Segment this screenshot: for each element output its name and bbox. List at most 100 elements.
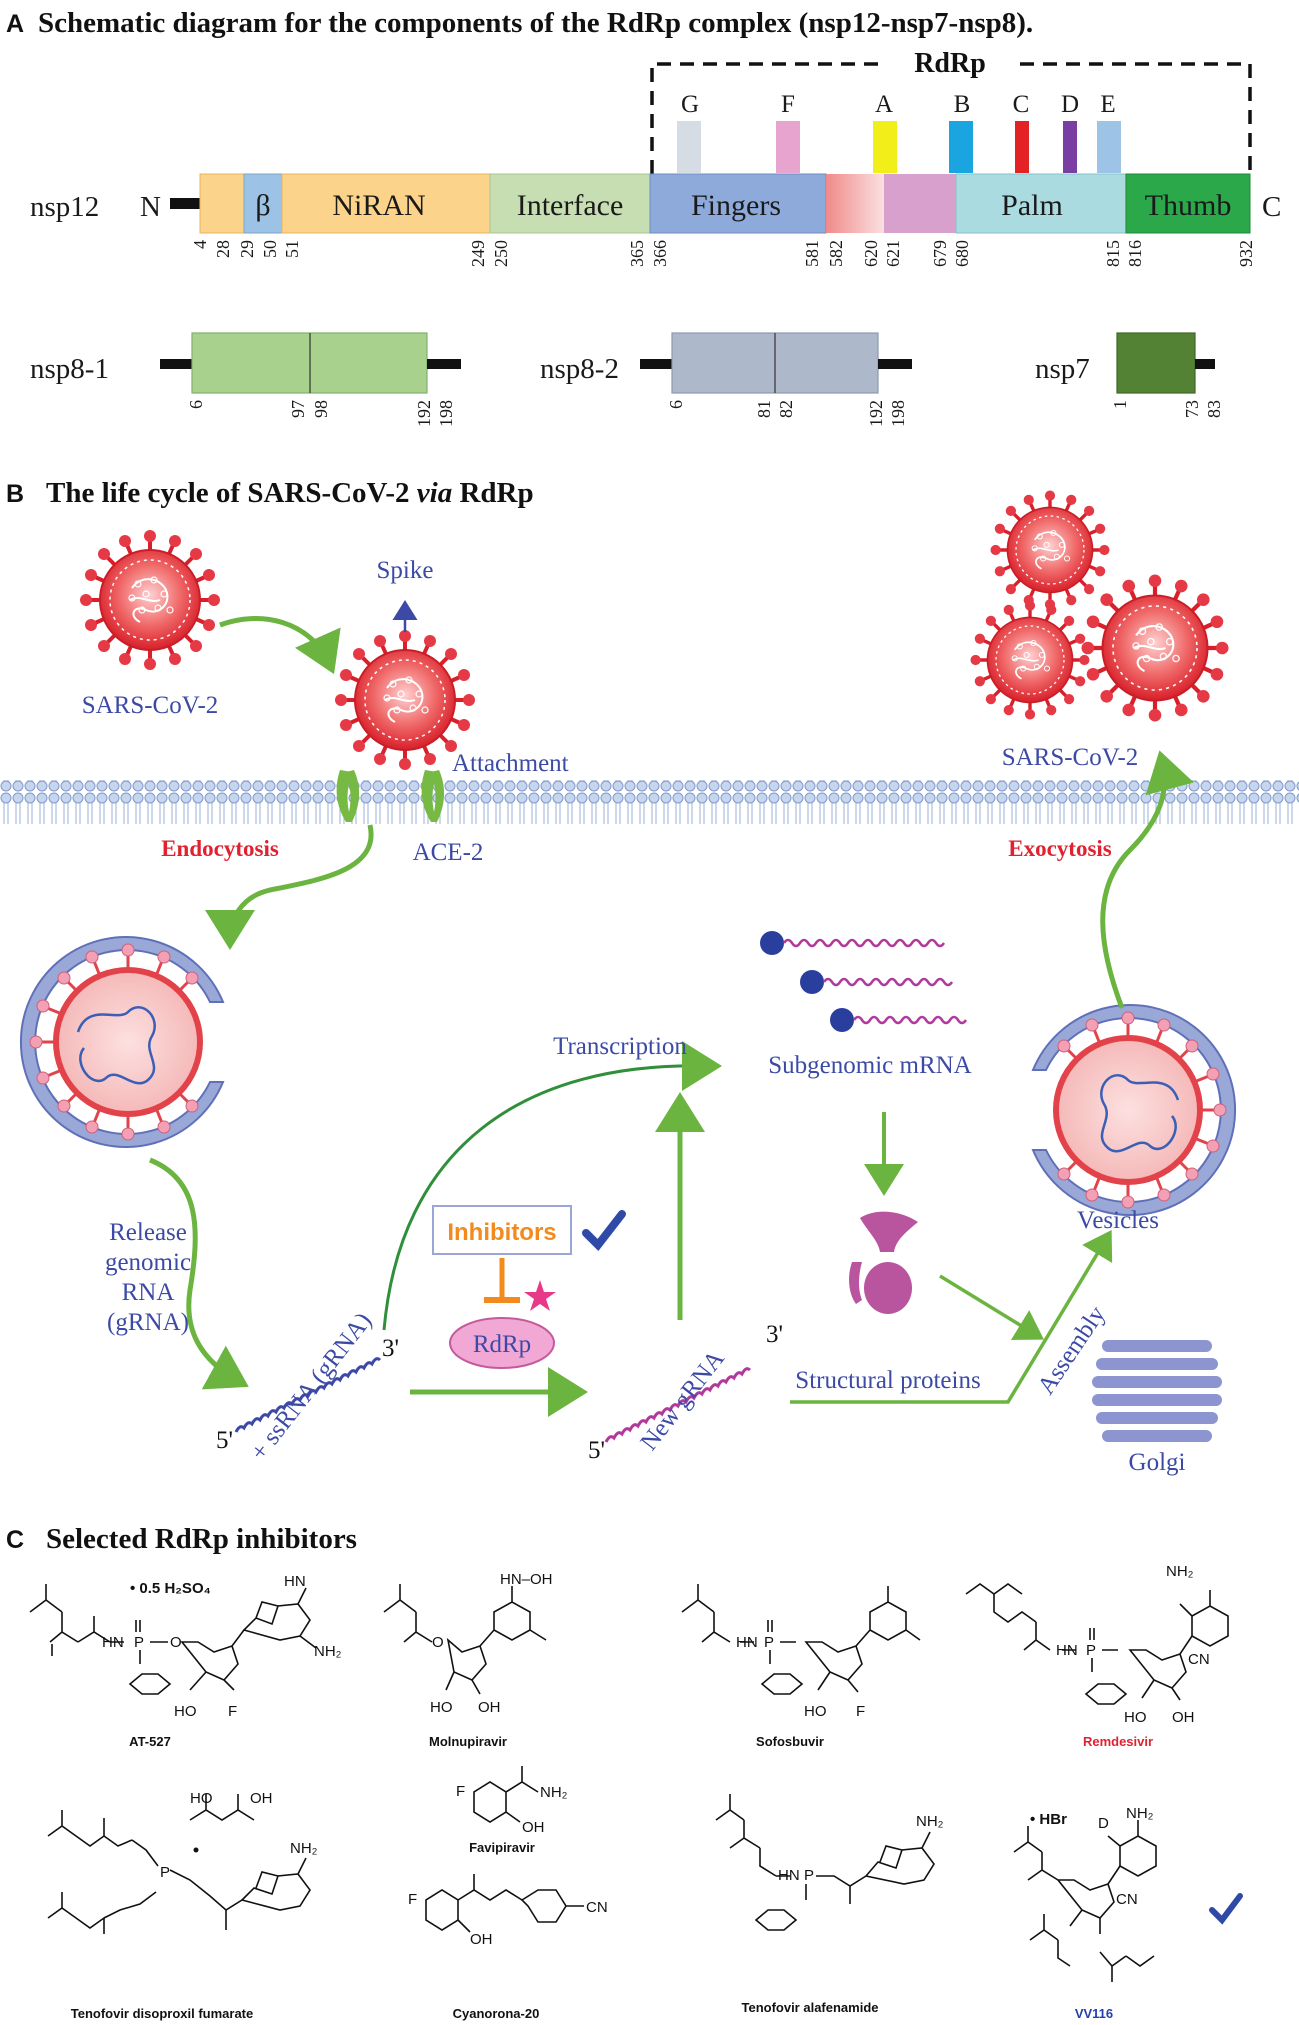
nsp8-2-tick: 192 (866, 400, 886, 427)
sofosbuvir-p: P (764, 1634, 774, 1651)
cyanorona-f: F (408, 1891, 417, 1908)
vesicle (1033, 1005, 1235, 1215)
cell-membrane (0, 780, 1299, 824)
transcription-label: Transcription (553, 1033, 687, 1060)
motif-e-label: E (1100, 91, 1115, 118)
release-label: Release genomic RNA (gRNA) (105, 1219, 191, 1336)
nsp8-1-tick: 98 (311, 400, 331, 418)
motif-a-box (873, 121, 897, 173)
tdf-nh2: NH₂ (290, 1840, 318, 1857)
nsp8-2-label: nsp8-2 (540, 353, 619, 385)
nsp12-beta-segment (243, 173, 283, 234)
virus-released-3 (1082, 575, 1229, 722)
motif-g-label: G (681, 91, 699, 118)
nsp12-tick: 50 (260, 240, 280, 258)
ssrna-3prime: 3' (382, 1335, 399, 1362)
nsp12-palm-label: Palm (1001, 189, 1063, 222)
approach-arrow (219, 616, 341, 675)
cyanorona-oh: OH (470, 1931, 493, 1948)
subgenomic-label: Subgenomic mRNA (768, 1052, 971, 1079)
endocytosis-arrow (205, 824, 374, 950)
nsp8-1-tick: 97 (288, 400, 308, 418)
motif-f: F (776, 91, 800, 173)
nsp12-interface-label: Interface (517, 189, 624, 222)
motif-a: A (873, 91, 897, 173)
nsp12-tick: 366 (650, 240, 670, 267)
motif-b-label: B (954, 91, 971, 118)
endocytosis-label: Endocytosis (161, 836, 279, 861)
motif-g-box (677, 121, 701, 173)
compound-sofosbuvir: HN P HO F Sofosbuvir (681, 1584, 921, 1749)
motif-d-label: D (1061, 91, 1079, 118)
panel-c-title: Selected RdRp inhibitors (46, 1523, 357, 1555)
favipiravir-f: F (456, 1783, 465, 1800)
nsp12-tick: 582 (826, 240, 846, 267)
vv116-checkmark-icon (1209, 1893, 1243, 1925)
golgi-label: Golgi (1129, 1449, 1186, 1476)
sofosbuvir-name: Sofosbuvir (756, 1734, 824, 1749)
nsp7-bar: nsp7 1 73 83 (1035, 332, 1224, 418)
nsp12-palm-segment (955, 173, 1127, 234)
new-grna-3prime: 3' (766, 1321, 783, 1348)
motif-a-label: A (875, 91, 893, 118)
remdesivir-name: Remdesivir (1083, 1734, 1153, 1749)
tdf-ho: HO (190, 1790, 213, 1807)
nsp12-n-terminus: N (140, 191, 161, 223)
tdf-oh: OH (250, 1790, 273, 1807)
motif-b-box (949, 121, 973, 173)
virus-incoming (78, 528, 222, 672)
motif-c-box (1015, 121, 1029, 173)
at527-o: O (170, 1634, 182, 1651)
nsp12-tick-labels: 4 28 29 50 51 249 250 365 366 581 582 62… (190, 240, 1256, 267)
exocytosis-label: Exocytosis (1008, 836, 1112, 861)
star-icon (524, 1280, 556, 1311)
favipiravir-name: Favipiravir (469, 1840, 535, 1855)
motif-e-box (1097, 121, 1121, 173)
compound-cyanorona20: F OH CN Cyanorona-20 (408, 1874, 608, 2021)
motif-c-label: C (1013, 91, 1030, 118)
structural-proteins-icon (849, 1211, 918, 1314)
cyanorona-name: Cyanorona-20 (453, 2006, 540, 2021)
golgi-icon (1092, 1340, 1222, 1442)
at527-nh: HN (102, 1634, 124, 1651)
nsp8-2-tick: 81 (754, 400, 774, 418)
rdrp-bracket-label: RdRp (914, 48, 986, 79)
proteins-to-assembly-arrow (939, 1274, 1044, 1340)
nsp12-tick: 581 (802, 240, 822, 267)
nsp8-2-tick: 198 (888, 400, 908, 427)
motif-d: D (1061, 91, 1079, 173)
nsp8-2-c-tail (878, 359, 912, 369)
nsp8-1-n-tail (160, 359, 192, 369)
nsp12-tick: 620 (861, 240, 881, 267)
nsp12-nterm-segment (199, 173, 245, 234)
taf-p: P (804, 1867, 814, 1884)
remdesivir-nh2: NH₂ (1166, 1563, 1194, 1580)
rdrp-bracket: RdRp (650, 48, 1252, 174)
compound-tdf: HO OH P NH₂ Tenofovir disoproxil fumarat… (47, 1790, 318, 2021)
molnupiravir-name: Molnupiravir (429, 1734, 507, 1749)
nsp12-thumb-label: Thumb (1145, 189, 1232, 222)
nsp12-tick: 249 (468, 240, 488, 267)
compound-vv116: • HBr D NH₂ CN VV116 (1013, 1805, 1243, 2021)
nsp8-1-tick: 198 (436, 400, 456, 427)
remdesivir-cn: CN (1188, 1651, 1210, 1668)
nsp12-tick: 29 (237, 240, 257, 258)
panel-b-letter: B (6, 480, 24, 508)
vv116-salt: • HBr (1030, 1811, 1067, 1828)
transcription-arc (382, 1064, 713, 1331)
nsp12-tick: 28 (213, 240, 233, 258)
assembly-arrow (790, 1230, 1113, 1404)
molnupiravir-oh: OH (478, 1699, 501, 1716)
nsp8-1-c-tail (427, 359, 461, 369)
exocytosis-arrow (1100, 750, 1194, 1009)
inhibitors-box (432, 1205, 572, 1255)
panel-a-letter: A (6, 10, 24, 38)
nsp8-1-label: nsp8-1 (30, 353, 109, 385)
favipiravir-oh: OH (522, 1819, 545, 1836)
nsp12-c-terminus: C (1262, 191, 1281, 223)
inhibitors-label: Inhibitors (447, 1219, 556, 1246)
nsp8-2-bar: nsp8-2 6 81 82 192 198 (540, 332, 912, 427)
rdrp-ellipse (449, 1317, 555, 1369)
attachment-label: Attachment (452, 750, 569, 777)
nsp12-domain-bar: nsp12 N β NiRAN Interface Fingers Palm T… (30, 173, 1281, 234)
